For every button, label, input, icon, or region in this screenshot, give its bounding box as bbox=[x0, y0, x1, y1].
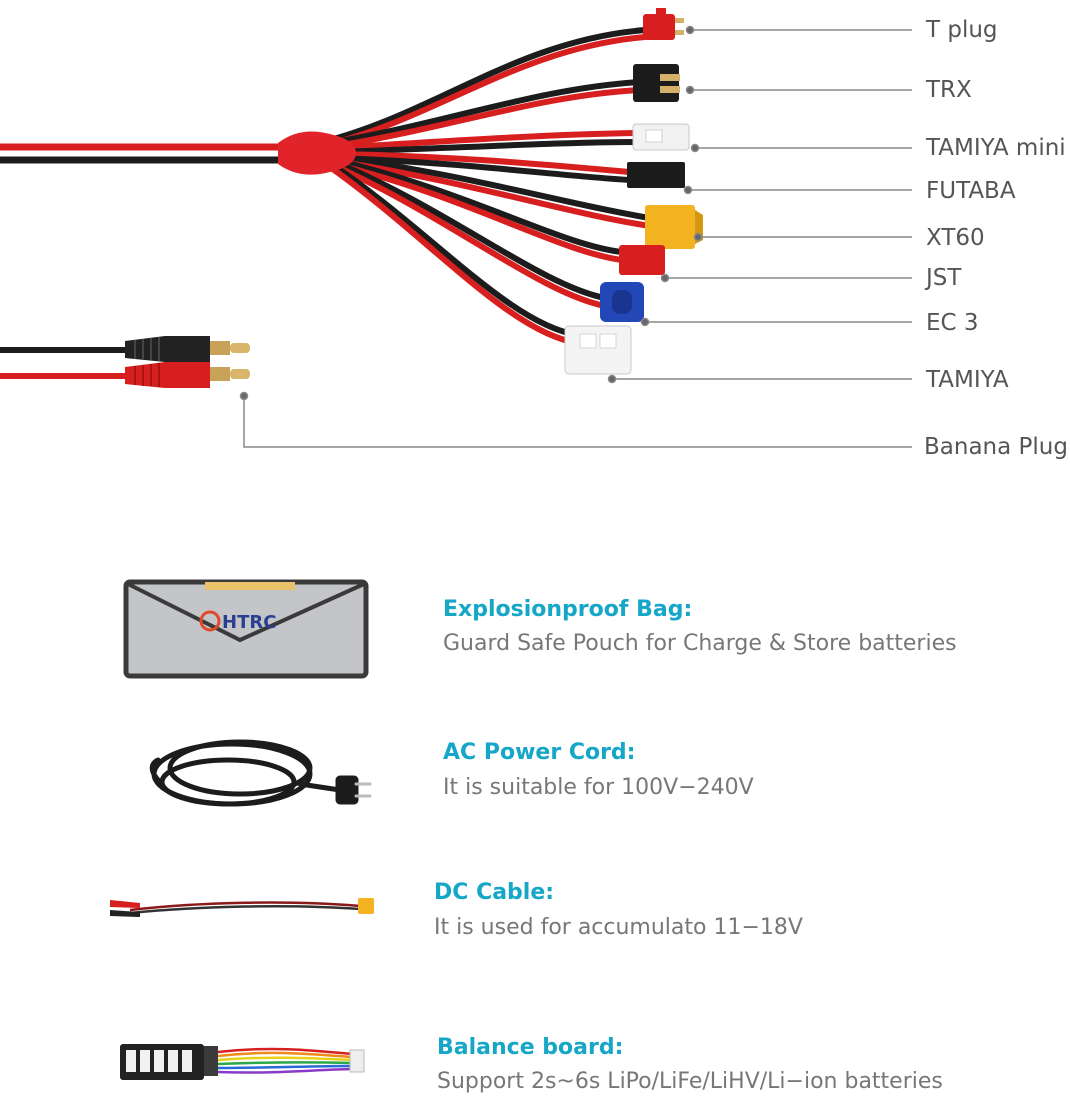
label-tamiya-mini: TAMIYA mini bbox=[926, 135, 1066, 161]
jst-connector-shape bbox=[619, 245, 665, 275]
balance-board-picture bbox=[120, 1044, 365, 1080]
label-futaba: FUTABA bbox=[926, 178, 1016, 204]
xt60-connector-shape bbox=[645, 205, 703, 249]
tamiya-mini-connector-shape bbox=[632, 123, 690, 151]
item-desc-balance-board: Support 2s~6s LiPo/LiFe/LiHV/Li−ion batt… bbox=[437, 1069, 943, 1094]
label-tamiya: TAMIYA bbox=[926, 367, 1009, 393]
item-title-balance-board: Balance board: bbox=[437, 1035, 624, 1060]
label-t-plug: T plug bbox=[926, 17, 998, 43]
ec3-connector-shape bbox=[600, 282, 644, 322]
main-lead-wires bbox=[0, 143, 290, 164]
tamiya-connector-shape bbox=[564, 325, 632, 375]
futaba-connector-shape bbox=[627, 162, 685, 188]
banana-plug-shapes bbox=[0, 336, 250, 388]
dc-cable-picture bbox=[110, 898, 374, 917]
label-jst: JST bbox=[926, 265, 962, 291]
trx-connector-shape bbox=[633, 64, 680, 102]
bag-logo-text: HTRC bbox=[222, 612, 276, 633]
leader-lines bbox=[239, 25, 912, 448]
label-banana-plug: Banana Plug bbox=[924, 434, 1068, 460]
ac-power-cord-picture bbox=[149, 739, 372, 807]
item-title-bag: Explosionproof Bag: bbox=[443, 597, 693, 622]
t-plug-connector-shape bbox=[643, 8, 684, 40]
label-xt60: XT60 bbox=[926, 225, 985, 251]
label-trx: TRX bbox=[926, 77, 972, 103]
item-title-ac-cord: AC Power Cord: bbox=[443, 740, 636, 765]
item-title-dc-cable: DC Cable: bbox=[434, 880, 555, 905]
splice-heatshrink bbox=[278, 131, 356, 175]
fanout-wires bbox=[327, 27, 653, 346]
lipo-bag-picture: HTRC bbox=[123, 579, 369, 679]
label-ec3: EC 3 bbox=[926, 310, 979, 336]
item-desc-bag: Guard Safe Pouch for Charge & Store batt… bbox=[443, 631, 957, 656]
item-desc-dc-cable: It is used for accumulato 11−18V bbox=[434, 915, 803, 940]
item-desc-ac-cord: It is suitable for 100V−240V bbox=[443, 775, 754, 800]
